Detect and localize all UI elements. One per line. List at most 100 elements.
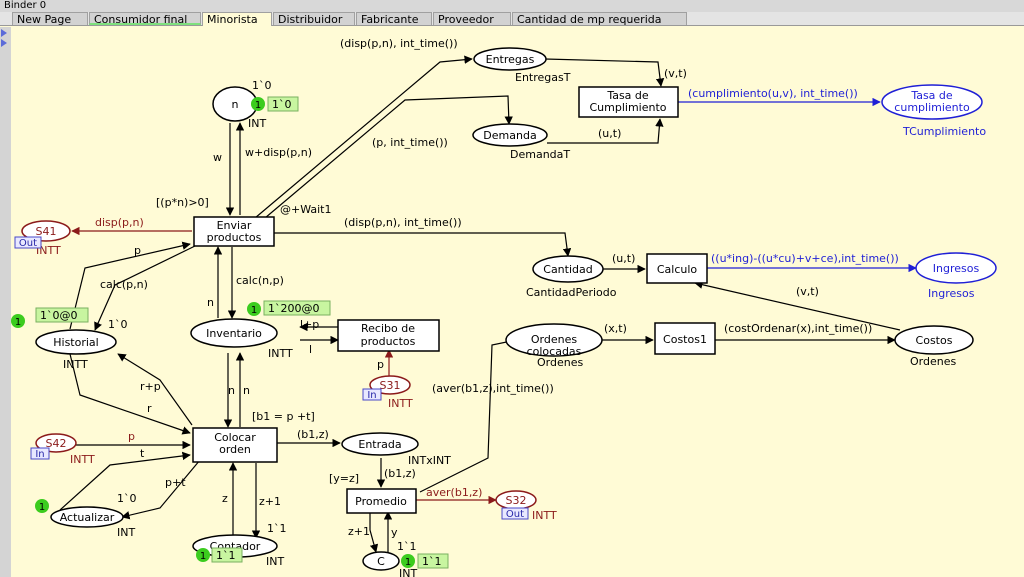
inscr-rp[interactable]: r+p	[140, 380, 161, 393]
arc-actualizar-colocar[interactable]	[59, 451, 191, 511]
inscr-b1z-2[interactable]: (b1,z)	[384, 467, 416, 480]
marking-c[interactable]	[417, 553, 449, 569]
marking-inventario[interactable]	[263, 300, 331, 316]
port-place-s41[interactable]	[21, 220, 71, 242]
inscr-p-hist[interactable]: p	[134, 244, 141, 257]
inscr-p-demanda[interactable]: (p, int_time())	[372, 136, 448, 149]
expand-arrow-icon[interactable]	[1, 39, 7, 47]
guard-colocar[interactable]: [b1 = p +t]	[252, 410, 315, 423]
trans-tasa[interactable]	[578, 86, 679, 118]
arc-colocar-historial[interactable]	[117, 353, 193, 426]
inscr-aver-s32[interactable]: aver(b1,z)	[426, 486, 482, 499]
place-historial[interactable]	[35, 329, 117, 355]
place-c[interactable]	[362, 551, 400, 571]
arc-colocar-actualizar[interactable]	[121, 459, 201, 520]
token-c[interactable]	[401, 554, 415, 568]
inscr-cumplimiento[interactable]: (cumplimiento(u,v), int_time())	[688, 87, 858, 100]
inscr-vt-tasa[interactable]: (v,t)	[664, 67, 687, 80]
tab-consumidor-final[interactable]: Consumidor final	[89, 12, 201, 25]
time-enviar[interactable]: @+Wait1	[280, 203, 332, 216]
init-c: 1`1	[397, 540, 417, 553]
inscr-ingresos[interactable]: ((u*ing)-((u*cu)+v+ce),int_time())	[711, 252, 899, 265]
tab-cantidad-mp[interactable]: Cantidad de mp requerida	[512, 12, 687, 25]
place-demanda[interactable]	[472, 123, 548, 147]
trans-promedio[interactable]	[346, 488, 417, 514]
inscr-z1-c[interactable]: z+1	[348, 525, 370, 538]
tab-new-page[interactable]: New Page	[12, 12, 88, 25]
marking-historial[interactable]	[35, 307, 89, 323]
place-costos[interactable]	[894, 325, 974, 355]
arc-enviar-cantidad[interactable]	[274, 232, 572, 257]
inscr-p-s31[interactable]: p	[377, 358, 384, 371]
inscr-w-disp[interactable]: w+disp(p,n)	[245, 146, 312, 159]
arc-costos-calculo[interactable]	[694, 280, 901, 331]
trans-promedio-label: Promedio	[355, 495, 407, 508]
inscr-lp[interactable]: l+p	[300, 318, 319, 331]
inscr-n-inv-enviar[interactable]: n	[207, 296, 214, 309]
inscr-aver-ordenes[interactable]: (aver(b1,z),int_time())	[432, 382, 554, 395]
place-ordenes[interactable]	[505, 323, 603, 357]
place-entrada[interactable]	[341, 432, 419, 456]
inscr-n-colocar-1[interactable]: n	[228, 384, 235, 397]
tab-proveedor[interactable]: Proveedor	[433, 12, 511, 25]
arc-promedio-ordenes[interactable]	[419, 337, 517, 493]
inscr-w[interactable]: w	[213, 151, 222, 164]
inscr-pt[interactable]: p+t	[165, 476, 186, 489]
inscr-y[interactable]: y	[391, 526, 398, 539]
place-cantidad[interactable]	[532, 255, 604, 283]
trans-colocar[interactable]	[192, 427, 278, 463]
tab-minorista[interactable]: Minorista	[202, 12, 272, 26]
trans-recibo[interactable]	[337, 319, 440, 352]
inscr-l[interactable]: l	[309, 343, 312, 356]
inscr-t[interactable]: t	[140, 447, 145, 460]
inscr-disp-entregas[interactable]: (disp(p,n), int_time())	[340, 37, 458, 50]
token-inventario[interactable]	[247, 302, 261, 316]
type-ordenes: Ordenes	[537, 356, 583, 369]
fusion-place-tasa[interactable]	[881, 84, 983, 120]
inscr-calc-hist[interactable]: calc(p,n)	[100, 278, 148, 291]
inscr-n-colocar-2[interactable]: n	[243, 384, 250, 397]
tab-distribuidor[interactable]: Distribuidor	[273, 12, 355, 25]
arc-promedio-c[interactable]	[369, 512, 379, 553]
trans-costos1[interactable]	[654, 322, 716, 355]
inscr-ut-tasa[interactable]: (u,t)	[598, 127, 621, 140]
net-canvas[interactable]: n Entregas Demanda Cantidad Historial In…	[11, 27, 1024, 577]
inscr-costordenar[interactable]: (costOrdenar(x),int_time())	[724, 322, 872, 335]
trans-enviar[interactable]	[193, 216, 275, 247]
inscr-ut-calculo[interactable]: (u,t)	[612, 252, 635, 265]
arc-entregas-tasa[interactable]	[544, 58, 665, 87]
tab-fabricante[interactable]: Fabricante	[356, 12, 432, 25]
marking-n[interactable]	[267, 96, 299, 112]
token-actualizar[interactable]	[35, 499, 49, 513]
inscr-calc-inv[interactable]: calc(n,p)	[236, 274, 284, 287]
port-tag-s41-text: Out	[19, 238, 37, 249]
place-entregas[interactable]	[473, 47, 547, 71]
token-contador[interactable]	[196, 548, 210, 562]
init-historial: 1`0	[108, 318, 128, 331]
guard-enviar[interactable]: [(p*n)>0]	[156, 196, 209, 209]
token-historial[interactable]	[11, 314, 25, 328]
expand-arrow-icon[interactable]	[1, 29, 7, 37]
arc-historial-colocar[interactable]	[69, 353, 191, 435]
fusion-place-ingresos[interactable]	[915, 252, 997, 284]
place-inventario[interactable]	[190, 318, 278, 348]
inscr-z[interactable]: z	[222, 492, 228, 505]
arc-enviar-entregas[interactable]	[254, 55, 473, 219]
inscr-disp-cantidad[interactable]: (disp(p,n), int_time())	[344, 216, 462, 229]
guard-promedio[interactable]: [y=z]	[329, 472, 359, 485]
arc-enviar-historial[interactable]	[94, 245, 196, 331]
marking-contador[interactable]	[211, 547, 243, 563]
inscr-disp-s41[interactable]: disp(p,n)	[95, 216, 144, 229]
trans-calculo[interactable]	[646, 253, 708, 284]
place-actualizar[interactable]	[50, 506, 124, 528]
token-n[interactable]	[251, 97, 265, 111]
inscr-b1z[interactable]: (b1,z)	[297, 428, 329, 441]
inscr-vt-costos[interactable]: (v,t)	[796, 285, 819, 298]
arc-demanda-tasa[interactable]	[547, 118, 664, 144]
inscr-xt[interactable]: (x,t)	[604, 322, 627, 335]
inscr-r[interactable]: r	[147, 402, 152, 415]
inscr-z1[interactable]: z+1	[259, 495, 281, 508]
inscr-p-s42[interactable]: p	[128, 430, 135, 443]
port-tag-s42-text: In	[35, 449, 44, 460]
arc-enviar-demanda[interactable]	[264, 95, 513, 219]
